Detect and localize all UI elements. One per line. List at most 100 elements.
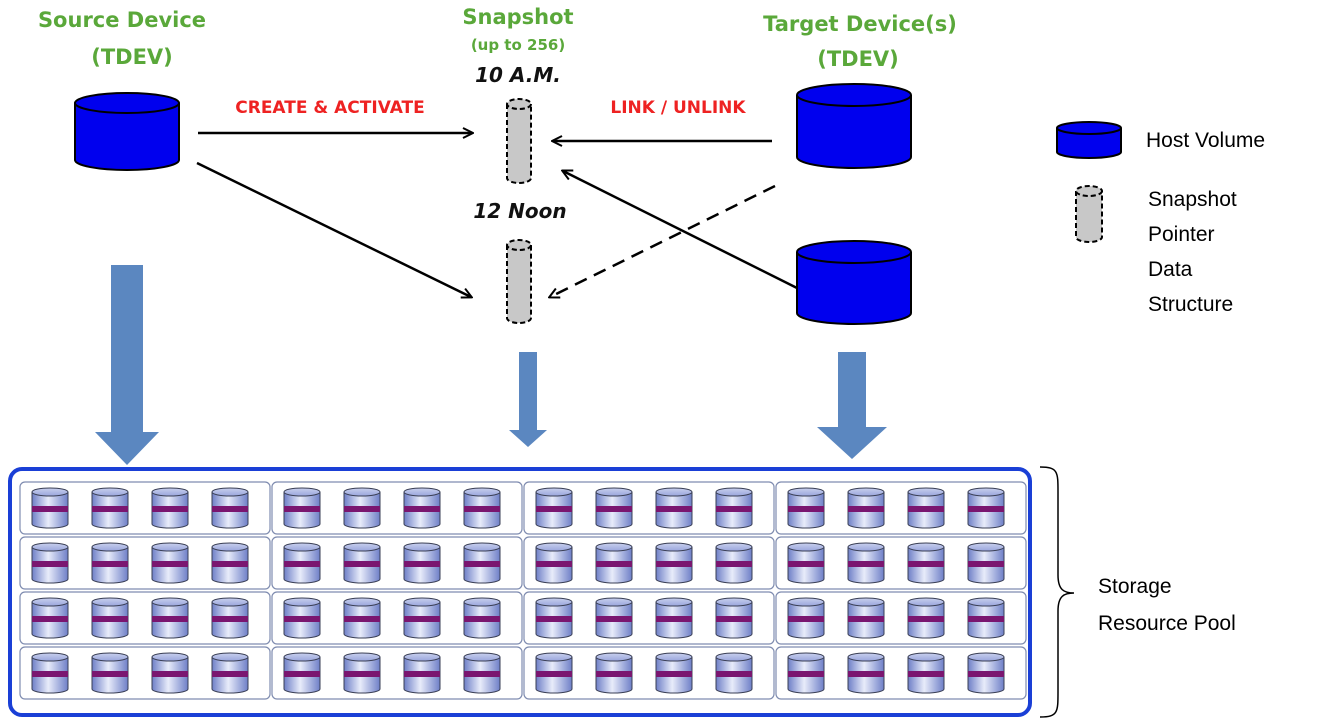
target-volume-2-icon (796, 240, 912, 325)
source-to-noon-arrow (196, 161, 471, 297)
pool-disk-icon (91, 487, 129, 529)
snapshot-subtitle: (up to 256) (471, 36, 565, 54)
pool-label-line-1: Storage (1098, 575, 1172, 598)
pool-label-line-2: Resource Pool (1098, 612, 1236, 635)
pool-disk-icon (343, 542, 381, 584)
pool-disk-icon (535, 487, 573, 529)
pool-disk-icon (403, 597, 441, 639)
pool-disk-icon (535, 597, 573, 639)
source-title: Source Device (38, 8, 206, 32)
pool-disk-icon (595, 597, 633, 639)
pool-disk-icon (907, 652, 945, 694)
pool-disk-icon (787, 487, 825, 529)
pool-disk-group (19, 536, 271, 590)
source-flow-arrow (95, 265, 159, 465)
legend-host-volume-label: Host Volume (1146, 129, 1265, 152)
pool-disk-icon (847, 597, 885, 639)
pool-disk-group (775, 646, 1027, 700)
pool-disk-group (271, 591, 523, 645)
snapshot-title: Snapshot (462, 5, 573, 29)
pool-disk-icon (31, 597, 69, 639)
storage-pool-grid (19, 481, 1027, 700)
pool-disk-group (19, 591, 271, 645)
legend-snapshot-label-3: Data (1148, 258, 1193, 281)
pool-disk-icon (283, 597, 321, 639)
pool-disk-icon (595, 487, 633, 529)
pool-disk-group (523, 591, 775, 645)
pool-disk-icon (343, 652, 381, 694)
pool-disk-icon (211, 487, 249, 529)
pool-disk-icon (463, 542, 501, 584)
pool-disk-icon (967, 542, 1005, 584)
pool-disk-icon (595, 652, 633, 694)
pool-disk-group (271, 646, 523, 700)
pool-disk-icon (403, 487, 441, 529)
pool-disk-icon (151, 487, 189, 529)
pool-disk-icon (847, 487, 885, 529)
pool-disk-group (19, 481, 271, 535)
pool-disk-group (271, 536, 523, 590)
pool-disk-icon (403, 542, 441, 584)
legend-host-volume-icon (1056, 121, 1122, 159)
snapshot-noon-icon (506, 239, 532, 324)
pool-disk-icon (151, 597, 189, 639)
pool-disk-icon (535, 542, 573, 584)
legend-snapshot-label-1: Snapshot (1148, 188, 1237, 211)
pool-disk-icon (283, 542, 321, 584)
pool-disk-icon (283, 487, 321, 529)
pool-disk-icon (31, 652, 69, 694)
snapshot-time-noon: 12 Noon (473, 199, 566, 223)
pool-disk-icon (151, 652, 189, 694)
pool-disk-icon (343, 597, 381, 639)
source-volume-icon (74, 92, 180, 171)
pool-disk-group (775, 481, 1027, 535)
pool-disk-icon (463, 487, 501, 529)
pool-disk-icon (211, 652, 249, 694)
pool-disk-icon (967, 652, 1005, 694)
pool-disk-icon (91, 597, 129, 639)
pool-disk-group (775, 536, 1027, 590)
pool-disk-icon (655, 597, 693, 639)
legend-snapshot-label-4: Structure (1148, 293, 1233, 316)
pool-disk-icon (967, 487, 1005, 529)
target2-to-10am-arrow (563, 171, 798, 290)
target-flow-arrow (817, 352, 887, 459)
target-title: Target Device(s) (763, 12, 957, 36)
pool-disk-icon (967, 597, 1005, 639)
pool-disk-icon (283, 652, 321, 694)
pool-disk-group (775, 591, 1027, 645)
pool-disk-icon (787, 542, 825, 584)
pool-disk-icon (463, 597, 501, 639)
legend-snapshot-icon (1075, 185, 1103, 243)
pool-disk-icon (211, 597, 249, 639)
dashed-link-arrow (550, 184, 776, 297)
pool-disk-icon (907, 542, 945, 584)
pool-disk-icon (715, 652, 753, 694)
pool-disk-icon (343, 487, 381, 529)
pool-disk-icon (91, 542, 129, 584)
legend-snapshot-label-2: Pointer (1148, 223, 1215, 246)
pool-disk-group (523, 481, 775, 535)
pool-disk-icon (655, 542, 693, 584)
link-unlink-label: LINK / UNLINK (610, 98, 746, 118)
pool-disk-icon (655, 652, 693, 694)
pool-disk-icon (907, 597, 945, 639)
snapshot-10am-icon (506, 98, 532, 184)
create-activate-label: CREATE & ACTIVATE (235, 98, 425, 118)
snapshot-flow-arrow (509, 352, 547, 447)
pool-disk-icon (31, 487, 69, 529)
pool-disk-icon (847, 652, 885, 694)
snapshot-time-10am: 10 A.M. (475, 63, 561, 87)
pool-disk-icon (535, 652, 573, 694)
pool-disk-icon (595, 542, 633, 584)
target-volume-1-icon (796, 83, 912, 169)
target-subtitle: (TDEV) (817, 47, 899, 71)
pool-disk-icon (211, 542, 249, 584)
pool-disk-group (19, 646, 271, 700)
pool-disk-icon (403, 652, 441, 694)
pool-disk-icon (151, 542, 189, 584)
pool-disk-icon (31, 542, 69, 584)
pool-disk-icon (91, 652, 129, 694)
pool-disk-icon (463, 652, 501, 694)
